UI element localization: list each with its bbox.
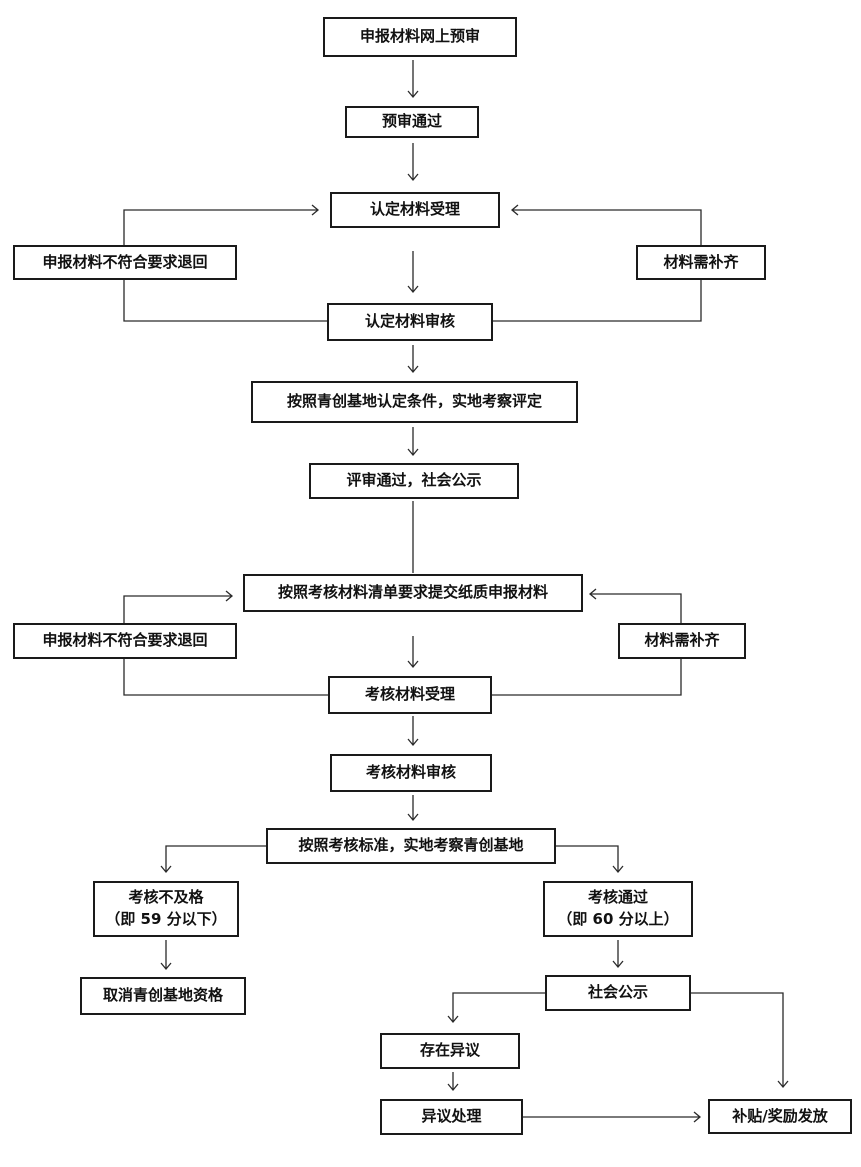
- node-assessment-review: 考核材料审核: [330, 754, 492, 792]
- edge-acceptance-to-supplement-2-head: [588, 588, 597, 600]
- edge-assessment-review-to-inspection-head: [407, 813, 419, 822]
- node-site-inspection: 按照考核标准，实地考察青创基地: [266, 828, 556, 864]
- edge-review-to-reject-1-head: [311, 204, 320, 216]
- node-supplement-2: 材料需补齐: [618, 623, 746, 659]
- edge-publicity-to-subsidy: [691, 992, 784, 1087]
- node-subsidy: 补贴/奖励发放: [708, 1099, 852, 1134]
- edge-submit-to-assessment-acceptance-head: [407, 660, 419, 669]
- edge-acceptance-to-assessment-review-head: [407, 738, 419, 747]
- node-prereview-passed: 预审通过: [345, 106, 479, 138]
- node-assessment-acceptance: 考核材料受理: [328, 676, 492, 714]
- node-cancel: 取消青创基地资格: [80, 977, 246, 1015]
- edge-prereview-to-passed-head: [407, 90, 419, 99]
- edge-passed-to-acceptance-head: [407, 173, 419, 182]
- node-publicity-2: 社会公示: [545, 975, 691, 1011]
- edge-inspection-to-pass: [556, 845, 619, 872]
- node-submit-paper: 按照考核材料清单要求提交纸质申报材料: [243, 574, 583, 612]
- node-publicity-1: 评审通过，社会公示: [309, 463, 519, 499]
- node-supplement-1: 材料需补齐: [636, 245, 766, 280]
- edge-objection-to-handling-head: [447, 1083, 459, 1092]
- node-objection-handling: 异议处理: [380, 1099, 523, 1135]
- edge-pass-to-publicity-head: [612, 960, 624, 969]
- node-online-prereview: 申报材料网上预审: [323, 17, 517, 57]
- node-reject-2: 申报材料不符合要求退回: [13, 623, 237, 659]
- node-recognition-review: 认定材料审核: [327, 303, 493, 341]
- edge-publicity-to-subsidy-head: [777, 1080, 789, 1089]
- edge-publicity-to-objection: [452, 992, 545, 1022]
- edge-evaluation-to-publicity-head: [407, 448, 419, 457]
- node-fail: 考核不及格 （即 59 分以下）: [93, 881, 239, 937]
- node-recognition-acceptance: 认定材料受理: [330, 192, 500, 228]
- edge-inspection-to-fail-head: [160, 865, 172, 874]
- node-pass: 考核通过 （即 60 分以上）: [543, 881, 693, 937]
- edge-acceptance-to-review-head: [407, 285, 419, 294]
- edge-review-to-evaluation-head: [407, 365, 419, 374]
- edge-acceptance-to-reject-2-head: [225, 590, 234, 602]
- node-objection: 存在异议: [380, 1033, 520, 1069]
- edge-publicity-to-objection-head: [447, 1015, 459, 1024]
- node-reject-1: 申报材料不符合要求退回: [13, 245, 237, 280]
- edge-inspection-to-fail: [165, 845, 266, 872]
- edge-inspection-to-pass-head: [612, 865, 624, 874]
- edge-fail-to-cancel-head: [160, 962, 172, 971]
- edge-handling-to-subsidy-head: [693, 1111, 702, 1123]
- edge-review-to-supplement-1-head: [510, 204, 519, 216]
- node-site-evaluation: 按照青创基地认定条件，实地考察评定: [251, 381, 578, 423]
